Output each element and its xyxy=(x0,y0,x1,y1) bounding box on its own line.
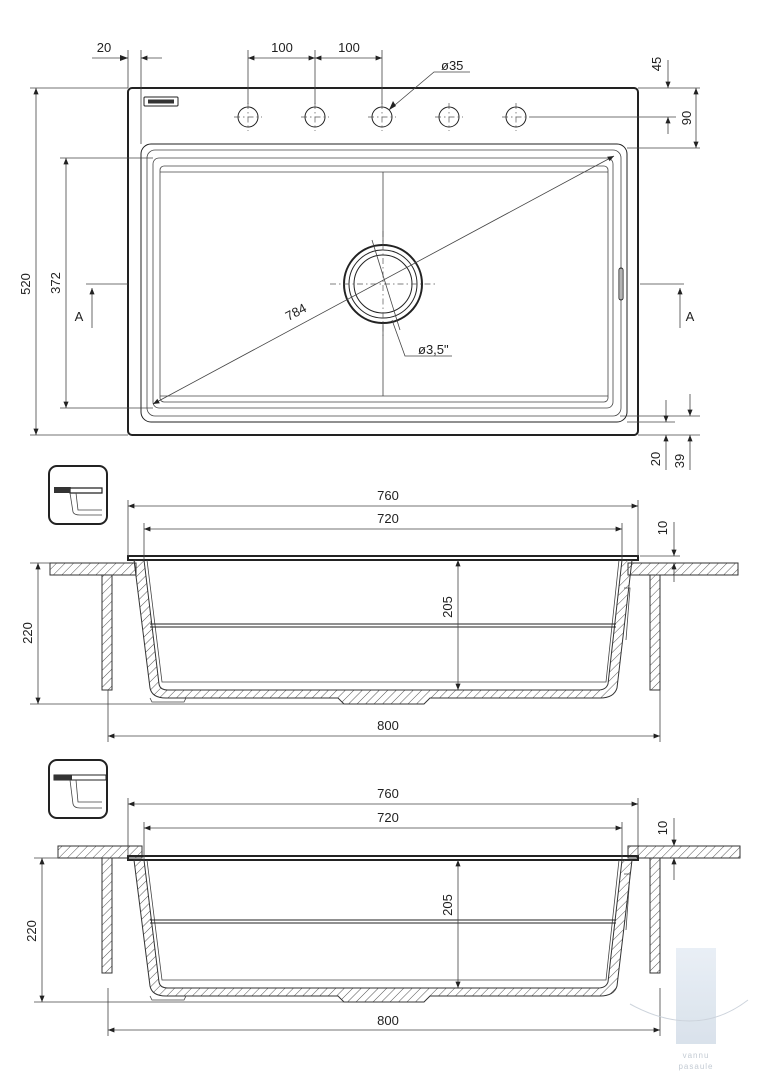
countertop-left xyxy=(49,562,137,576)
installation-icon xyxy=(48,465,108,525)
overflow-slot xyxy=(618,267,624,301)
tap-hole xyxy=(301,103,329,131)
dim-bowl-height: 205 xyxy=(440,596,455,618)
dim-height: 220 xyxy=(24,920,39,942)
dim-diagonal: 784 xyxy=(283,300,309,323)
section-marker-left: A xyxy=(75,309,84,324)
dim-drain-diameter: ø3,5" xyxy=(418,342,449,357)
bowl-outer xyxy=(140,143,628,423)
dim-left-offset: 20 xyxy=(97,40,111,55)
dim-bottom-offset: 20 xyxy=(648,452,663,466)
watermark-line2: pasaule xyxy=(678,1062,713,1071)
dim-inner-width: 720 xyxy=(377,810,399,825)
tap-hole xyxy=(234,103,262,131)
dim-bottom-rim: 39 xyxy=(672,454,687,468)
dim-hole-diameter: ø35 xyxy=(441,58,463,73)
dim-hole-spacing-2: 100 xyxy=(338,40,360,55)
dim-inner-width: 720 xyxy=(377,511,399,526)
section-view-1: 760 720 205 220 10 800 xyxy=(20,465,739,742)
section-view-2: 760 720 205 220 10 800 xyxy=(24,759,741,1036)
tap-hole xyxy=(502,103,530,131)
logo-badge xyxy=(143,96,179,107)
countertop-left xyxy=(57,845,143,859)
dim-bowl-depth: 372 xyxy=(48,272,63,294)
dim-hole-row: 90 xyxy=(679,111,694,125)
installation-icon xyxy=(48,759,108,819)
countertop-right xyxy=(627,562,739,576)
drain xyxy=(330,231,436,337)
top-view: 784 ø3,5" ø35 20 100 100 45 90 xyxy=(18,40,700,470)
cabinet-side-right xyxy=(649,857,661,974)
dim-rim: 10 xyxy=(655,821,670,835)
dim-cabinet: 800 xyxy=(377,1013,399,1028)
tap-holes xyxy=(234,103,530,131)
sink-outline xyxy=(127,87,639,436)
countertop-right xyxy=(627,845,741,859)
cabinet-side-left xyxy=(101,574,113,691)
dim-rim: 10 xyxy=(655,521,670,535)
watermark: vannu pasaule xyxy=(629,948,749,1071)
dim-bowl-height: 205 xyxy=(440,894,455,916)
bowl-profile xyxy=(133,859,633,1003)
dim-outer-width: 760 xyxy=(377,786,399,801)
cabinet-side-right xyxy=(649,574,661,691)
dim-outer-width: 760 xyxy=(377,488,399,503)
tap-hole xyxy=(435,103,463,131)
dim-hole-spacing-1: 100 xyxy=(271,40,293,55)
diagonal-dimension-line xyxy=(152,155,615,405)
bowl-profile xyxy=(133,559,633,705)
dim-cabinet: 800 xyxy=(377,718,399,733)
cabinet-side-left xyxy=(101,857,113,974)
dim-overall-depth: 520 xyxy=(18,273,33,295)
dim-height: 220 xyxy=(20,622,35,644)
dim-top-offset: 45 xyxy=(649,57,664,71)
tap-hole xyxy=(368,103,396,131)
watermark-line1: vannu xyxy=(683,1051,710,1060)
section-marker-right: A xyxy=(686,309,695,324)
